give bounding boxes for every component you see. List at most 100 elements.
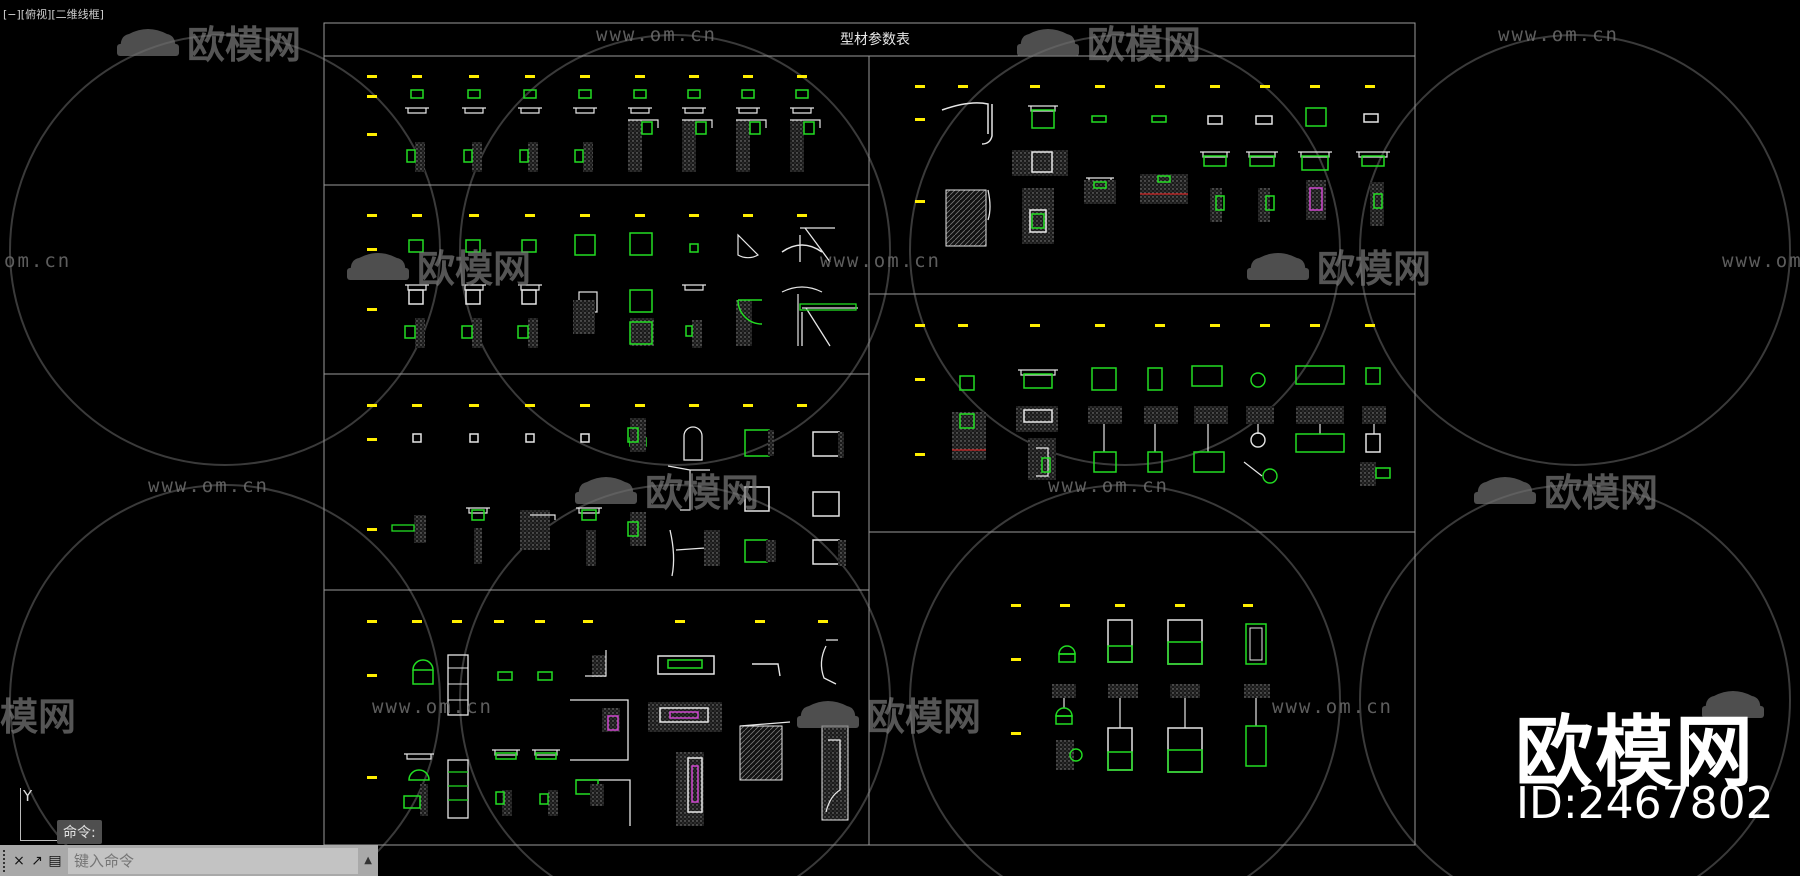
history-dropdown-icon[interactable]: ▲ xyxy=(364,855,372,866)
table-title: 型材参数表 xyxy=(840,32,910,48)
profile-section xyxy=(1191,365,1223,387)
profile-section xyxy=(1305,107,1327,127)
hatched-wall xyxy=(1246,406,1274,424)
profile-cap xyxy=(1356,151,1390,158)
profile-section xyxy=(391,524,415,532)
hatched-wall xyxy=(628,120,642,172)
hatched-wall xyxy=(583,142,593,172)
watermark-logo: 欧模网 xyxy=(115,14,301,69)
profile-section xyxy=(1245,725,1267,767)
dimension-tick xyxy=(1365,85,1375,88)
hatched-wall xyxy=(1088,406,1122,424)
profile-section xyxy=(741,89,755,99)
quarter-profile xyxy=(737,233,759,259)
dimension-tick xyxy=(1260,324,1270,327)
dimension-tick xyxy=(367,404,377,407)
dimension-tick xyxy=(1310,324,1320,327)
dimension-tick xyxy=(1011,658,1021,661)
dimension-tick xyxy=(367,75,377,78)
profile-section xyxy=(1249,155,1275,167)
view-control-label[interactable]: [−][俯视][二维线框] xyxy=(3,8,104,21)
watermark-logo-text: 模网 xyxy=(0,695,77,739)
dimension-tick xyxy=(915,85,925,88)
command-prompt-icon[interactable]: ▤ xyxy=(48,852,62,869)
watermark-logo-text: 欧模网 xyxy=(867,695,982,739)
profile-section xyxy=(581,509,597,521)
profile-cap xyxy=(1298,151,1332,158)
watermark-arcs xyxy=(9,34,1791,876)
hatched-block xyxy=(739,725,783,781)
sofa-logo-icon xyxy=(797,700,859,728)
profile-section xyxy=(667,659,703,669)
hatched-wall xyxy=(573,300,595,334)
profile-section xyxy=(495,752,517,760)
profile-section xyxy=(471,509,485,521)
dimension-tick xyxy=(412,75,422,78)
profile-cap xyxy=(1246,151,1278,158)
profile-section xyxy=(1373,193,1383,209)
dimension-tick xyxy=(797,75,807,78)
hatched-wall xyxy=(1370,182,1384,226)
close-icon[interactable]: × xyxy=(13,852,25,869)
dimension-tick xyxy=(958,324,968,327)
watermark-url: www.om.cn xyxy=(596,24,717,46)
profile-section xyxy=(1147,451,1163,473)
grip-handle[interactable] xyxy=(3,849,10,872)
hatched-wall xyxy=(682,120,696,172)
dimension-tick xyxy=(367,95,377,98)
corner-profile xyxy=(790,119,821,128)
command-history: 命令: xyxy=(57,820,102,844)
arc-profile xyxy=(737,299,763,325)
clip-profile xyxy=(825,739,841,813)
dimension-tick xyxy=(1310,85,1320,88)
hatched-wall xyxy=(768,430,774,456)
hatched-wall xyxy=(1362,406,1386,424)
hatched-wall xyxy=(474,528,482,564)
profile-section xyxy=(812,491,840,517)
profile-section xyxy=(1147,367,1163,391)
profile-section xyxy=(1055,715,1073,725)
round-profile xyxy=(408,769,430,781)
ucs-x-axis xyxy=(20,840,80,841)
hatched-wall xyxy=(838,432,844,458)
hanger-rod xyxy=(1243,461,1263,477)
profile-section xyxy=(1023,373,1053,389)
hatched-wall xyxy=(766,540,776,562)
command-input[interactable] xyxy=(68,847,359,874)
corner-profile xyxy=(682,119,713,128)
profile-section xyxy=(1309,187,1323,211)
profile-section xyxy=(629,232,653,256)
watermark-logo-text: 欧模网 xyxy=(187,23,302,67)
profile-section xyxy=(1193,451,1225,473)
dimension-tick xyxy=(412,214,422,217)
profile-section xyxy=(1249,627,1263,661)
watermark-logo xyxy=(1700,686,1766,722)
ladder-profile xyxy=(447,759,469,819)
profile-section xyxy=(465,289,481,305)
profile-section xyxy=(1058,653,1076,663)
profile-section xyxy=(463,149,473,163)
dimension-tick xyxy=(580,75,590,78)
dimension-tick xyxy=(1011,604,1021,607)
hatched-wall xyxy=(414,515,426,543)
hatched-wall xyxy=(1056,740,1074,770)
watermark-logo: 模网 xyxy=(0,686,76,741)
profile-section xyxy=(1301,155,1329,171)
profile-section xyxy=(412,433,422,443)
dimension-tick xyxy=(743,404,753,407)
profile-symbols xyxy=(367,75,1391,826)
profile-section xyxy=(657,655,715,675)
hatched-wall xyxy=(952,412,986,460)
corner-profile xyxy=(628,119,659,128)
profile-section xyxy=(1167,749,1203,773)
profile-cap xyxy=(518,107,542,114)
profile-section xyxy=(685,325,693,337)
profile-section xyxy=(1029,209,1047,233)
profile-cap xyxy=(736,107,760,114)
dimension-tick xyxy=(1011,732,1021,735)
dimension-tick xyxy=(367,214,377,217)
wrench-icon[interactable]: ↗ xyxy=(31,852,43,869)
watermark-logo-text: 欧模网 xyxy=(645,471,760,515)
